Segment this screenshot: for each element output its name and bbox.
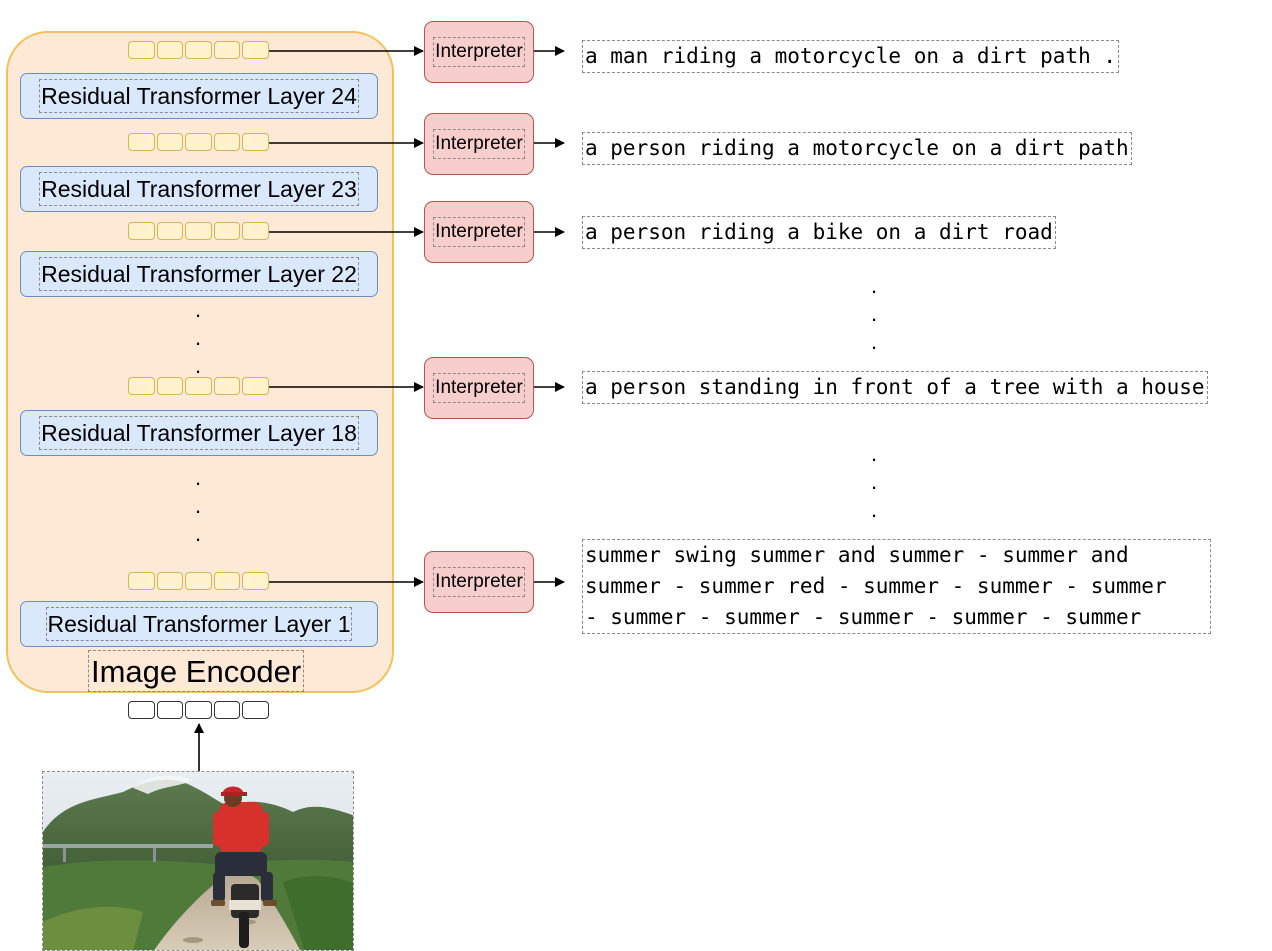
- token: [128, 133, 155, 151]
- token-row-layer-23: [128, 133, 269, 153]
- token: [242, 133, 269, 151]
- caption-layer-18: a person standing in front of a tree wit…: [582, 371, 1208, 404]
- layer-23-label: Residual Transformer Layer 23: [39, 172, 359, 206]
- token: [213, 572, 241, 590]
- token: [156, 222, 184, 240]
- caption-line: summer swing summer and summer - summer …: [585, 543, 1129, 567]
- token: [156, 41, 184, 59]
- caption-layer-1: summer swing summer and summer - summer …: [582, 539, 1211, 634]
- interpreter-2: Interpreter: [424, 113, 534, 175]
- caption-layer-24: a man riding a motorcycle on a dirt path…: [582, 40, 1120, 73]
- token: [128, 41, 155, 59]
- caption-ellipsis-lower: . . .: [864, 440, 884, 524]
- input-image: [42, 771, 354, 951]
- ellipsis-dot: .: [194, 353, 202, 378]
- input-token: [185, 701, 212, 719]
- ellipsis-dot: .: [870, 469, 878, 494]
- ellipsis-dot: .: [194, 493, 202, 518]
- layer-1-label: Residual Transformer Layer 1: [45, 607, 353, 641]
- token: [128, 572, 155, 590]
- token-row-layer-24: [128, 41, 269, 61]
- input-token: [128, 701, 155, 719]
- layer-24: Residual Transformer Layer 24: [20, 73, 378, 119]
- token: [185, 133, 212, 151]
- token-row-layer-18: [128, 377, 269, 397]
- token: [156, 377, 184, 395]
- layer-24-label: Residual Transformer Layer 24: [39, 79, 359, 113]
- interpreter-label: Interpreter: [433, 129, 525, 159]
- token: [242, 377, 269, 395]
- encoder-ellipsis-upper: . . .: [188, 296, 208, 380]
- token: [242, 222, 269, 240]
- ellipsis-dot: .: [194, 297, 202, 322]
- ellipsis-dot: .: [870, 273, 878, 298]
- layer-18: Residual Transformer Layer 18: [20, 410, 378, 456]
- motorcycle-rider-photo: [43, 772, 353, 950]
- ellipsis-dot: .: [194, 521, 202, 546]
- ellipsis-dot: .: [194, 325, 202, 350]
- layer-1: Residual Transformer Layer 1: [20, 601, 378, 647]
- input-token: [242, 701, 269, 719]
- interpreter-label: Interpreter: [433, 567, 525, 597]
- ellipsis-dot: .: [870, 329, 878, 354]
- ellipsis-dot: .: [194, 465, 202, 490]
- encoder-ellipsis-lower: . . .: [188, 464, 208, 548]
- layer-23: Residual Transformer Layer 23: [20, 166, 378, 212]
- token: [128, 377, 155, 395]
- token: [242, 572, 269, 590]
- layer-22-label: Residual Transformer Layer 22: [39, 257, 359, 291]
- token-row-layer-1: [128, 572, 269, 592]
- token: [213, 41, 241, 59]
- token: [185, 572, 212, 590]
- interpreter-1: Interpreter: [424, 21, 534, 83]
- interpreter-label: Interpreter: [433, 217, 525, 247]
- token: [185, 377, 212, 395]
- ellipsis-dot: .: [870, 497, 878, 522]
- interpreter-5: Interpreter: [424, 551, 534, 613]
- input-token: [156, 701, 184, 719]
- interpreter-label: Interpreter: [433, 373, 525, 403]
- token: [242, 41, 269, 59]
- caption-line: - summer - summer - summer - summer - su…: [585, 605, 1142, 629]
- token-row-layer-22: [128, 222, 269, 242]
- image-encoder-title: Image Encoder: [88, 650, 305, 692]
- input-token: [213, 701, 241, 719]
- token: [185, 41, 212, 59]
- input-token-row: [128, 701, 269, 721]
- interpreter-4: Interpreter: [424, 357, 534, 419]
- token: [128, 222, 155, 240]
- caption-line: summer - summer red - summer - summer - …: [585, 574, 1167, 598]
- token: [156, 133, 184, 151]
- interpreter-label: Interpreter: [433, 37, 525, 67]
- ellipsis-dot: .: [870, 301, 878, 326]
- token: [185, 222, 212, 240]
- token: [213, 133, 241, 151]
- layer-22: Residual Transformer Layer 22: [20, 251, 378, 297]
- ellipsis-dot: .: [870, 441, 878, 466]
- caption-layer-23: a person riding a motorcycle on a dirt p…: [582, 132, 1132, 165]
- token: [156, 572, 184, 590]
- caption-ellipsis-upper: . . .: [864, 272, 884, 356]
- token: [213, 377, 241, 395]
- token: [213, 222, 241, 240]
- interpreter-3: Interpreter: [424, 201, 534, 263]
- caption-layer-22: a person riding a bike on a dirt road: [582, 216, 1056, 249]
- layer-18-label: Residual Transformer Layer 18: [39, 416, 359, 450]
